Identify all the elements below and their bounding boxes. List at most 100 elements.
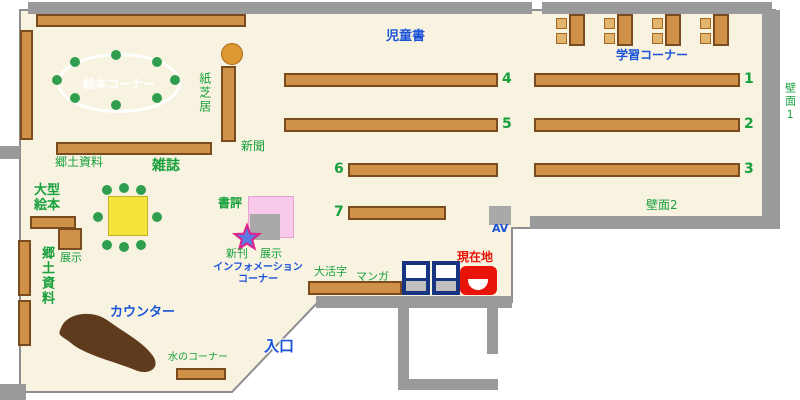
counter-label: カウンター [110, 305, 176, 320]
display-center-label: 展示 [260, 247, 282, 260]
counter-shape [59, 313, 156, 373]
chair-dot [136, 240, 146, 250]
local-materials-side-label: 郷土資料 [38, 246, 54, 306]
av-label: AV [492, 222, 509, 235]
shelf-number-4: 4 [502, 71, 512, 87]
shelf-local-materials-2 [18, 300, 31, 346]
chair-dot [70, 93, 80, 103]
shelf-row-3 [534, 163, 740, 177]
opac-screen [436, 265, 456, 278]
shelf-row-6 [348, 163, 498, 177]
wall-mid-right [530, 216, 780, 229]
information-corner-label: インフォメーション コーナー [213, 262, 303, 285]
large-print-label: 大活字 [314, 265, 347, 278]
wall-surface-2-label: 壁面2 [646, 198, 678, 212]
local-materials-top-label: 郷土資料 [55, 155, 104, 169]
study-stool [652, 18, 663, 29]
wall-right [762, 10, 780, 229]
large-picture-books-label: 大型絵本 [34, 183, 61, 213]
chair-dot [119, 242, 129, 252]
study-desk [617, 14, 633, 46]
corridor-wall-right [487, 308, 498, 354]
chair-dot [93, 212, 103, 222]
study-stool [700, 18, 711, 29]
shelf-large-picture-books [30, 216, 76, 229]
shelf-number-6: 6 [334, 161, 344, 177]
book-review-label: 書評 [218, 196, 243, 210]
shelf-left-wall [20, 30, 33, 140]
chair-dot [111, 100, 121, 110]
study-stool [556, 33, 567, 44]
opac-screen [406, 265, 426, 278]
av-stand [489, 206, 511, 225]
wall-top-left [28, 2, 532, 14]
counter-path [59, 313, 156, 373]
star-shape [232, 222, 262, 251]
corridor-wall-bottom [398, 379, 498, 390]
display-table-left [58, 228, 82, 250]
kamishibai-label: 紙芝居 [197, 72, 212, 114]
chair-dot [102, 185, 112, 195]
study-desk [713, 14, 729, 46]
opac-base [436, 281, 456, 291]
shelf-row-1 [534, 73, 740, 87]
chair-dot [152, 212, 162, 222]
current-location-label: 現在地 [457, 250, 494, 264]
reading-table [108, 196, 148, 236]
shelf-row-5 [284, 118, 498, 132]
study-stool [556, 18, 567, 29]
entrance-label: 入口 [264, 337, 295, 355]
chair-dot [111, 50, 121, 60]
current-location-marker [460, 266, 497, 295]
new-books-label: 新刊 [226, 247, 248, 260]
chair-dot [152, 57, 162, 67]
wall-surface-1-label: 壁面1 [783, 82, 797, 123]
study-desk [569, 14, 585, 46]
study-stool [700, 33, 711, 44]
opac-base [406, 281, 426, 291]
wall-bottom-left-stub [0, 384, 26, 400]
opac-terminal [432, 261, 460, 295]
display-left-label: 展示 [60, 251, 82, 264]
shelf-number-3: 3 [744, 161, 754, 177]
study-corner-label: 学習コーナー [616, 48, 689, 62]
shelf-local-materials-1 [18, 240, 31, 296]
shelf-row-4 [284, 73, 498, 87]
opac-terminal [402, 261, 430, 295]
newspaper-label: 新聞 [241, 139, 266, 153]
shelf-number-1: 1 [744, 71, 754, 87]
shelf-top-left [36, 14, 246, 27]
manga-label: マンガ [356, 270, 389, 283]
wall-left-stub [0, 146, 20, 159]
study-stool [604, 18, 615, 29]
shelf-large-print-manga [308, 281, 402, 295]
chair-dot [52, 75, 62, 85]
shelf-number-5: 5 [502, 116, 512, 132]
childrens-books-label: 児童書 [386, 29, 426, 44]
water-corner-label: 水のコーナー [168, 352, 228, 363]
shelf-number-7: 7 [334, 204, 344, 220]
shelf-kamishibai [221, 66, 236, 142]
chair-dot [136, 185, 146, 195]
shelf-magazines [56, 142, 212, 155]
study-desk [665, 14, 681, 46]
chair-dot [102, 240, 112, 250]
shelf-row-7 [348, 206, 446, 220]
round-stool [221, 43, 243, 65]
new-books-star-icon [232, 222, 262, 251]
study-stool [604, 33, 615, 44]
chair-dot [152, 93, 162, 103]
shelf-water-corner [176, 368, 226, 380]
wall-bottom-center [316, 296, 512, 308]
shelf-row-2 [534, 118, 740, 132]
shelf-number-2: 2 [744, 116, 754, 132]
chair-dot [170, 75, 180, 85]
chair-dot [70, 57, 80, 67]
current-location-icon [468, 279, 488, 290]
wall-top-right [542, 2, 772, 14]
picture-book-corner-label: 絵本コーナー [82, 76, 155, 91]
chair-dot [119, 183, 129, 193]
study-stool [652, 33, 663, 44]
corridor-wall-left [398, 308, 409, 390]
